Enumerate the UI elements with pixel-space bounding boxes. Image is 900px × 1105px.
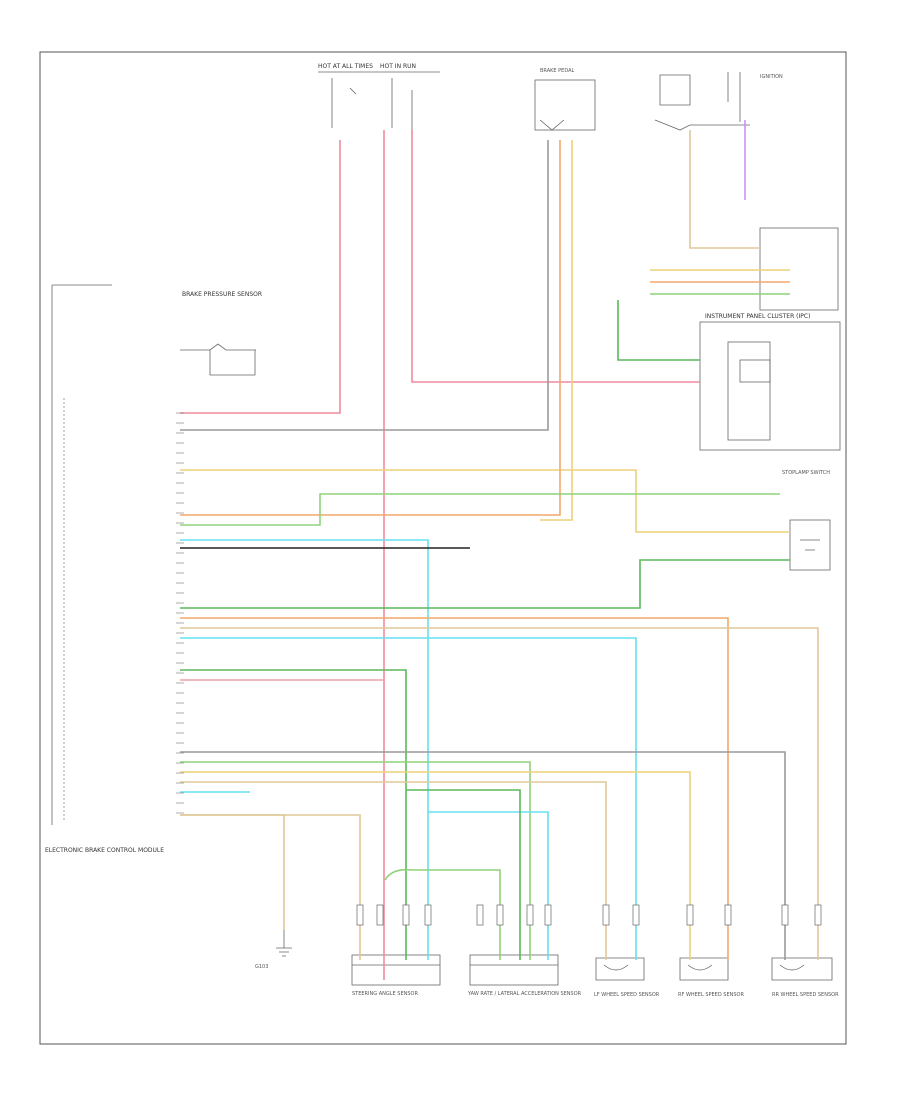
wire-dkgreen-14 (180, 669, 407, 960)
brake-pressure-label: BRAKE PRESSURE SENSOR (182, 291, 262, 298)
wire-dkgreen-10 (180, 559, 790, 609)
fuse-label-2: HOT IN RUN (380, 63, 416, 70)
steering-sensor-label: STEERING ANGLE SENSOR (352, 991, 418, 997)
connector-stub-0-0 (356, 904, 364, 926)
wire-pink-0 (180, 140, 341, 414)
wire-orange-5 (180, 140, 561, 516)
connector-stub-1-3 (544, 904, 552, 926)
wire-cyan-13 (180, 637, 637, 960)
ipc-box: INSTRUMENT PANEL CLUSTER (IPC) (699, 313, 841, 451)
wire-gray-3 (180, 140, 549, 431)
lf-wss-label: LF WHEEL SPEED SENSOR (594, 992, 660, 998)
outer-border (39, 51, 847, 1045)
fuse-box-right (759, 227, 839, 311)
wire-dkgreen-31 (617, 300, 700, 361)
wire-yellow-6 (540, 140, 573, 521)
brake-switch-label: STOPLAMP SWITCH (782, 470, 830, 476)
wire-group (180, 120, 822, 980)
connector-stub-3-0 (686, 904, 694, 926)
wss-lf: LF WHEEL SPEED SENSOR (594, 957, 660, 998)
ebcm-label: ELECTRONIC BRAKE CONTROL MODULE (45, 847, 164, 854)
wire-tan-19 (180, 781, 607, 960)
connector-stub-2-0 (602, 904, 610, 926)
yaw-sensor: YAW RATE / LATERAL ACCELERATION SENSOR (467, 954, 582, 997)
steering-sensor: STEERING ANGLE SENSOR (351, 954, 441, 997)
ground-label: G103 (255, 964, 268, 970)
wire-pink-2 (411, 130, 700, 383)
ground-symbol: G103 (255, 930, 292, 970)
connector-stub-0-2 (402, 904, 410, 926)
rr-wss-label: RR WHEEL SPEED SENSOR (772, 992, 839, 998)
wire-yellow-18 (180, 771, 691, 960)
wss-rf: RF WHEEL SPEED SENSOR (678, 957, 744, 998)
brake-switch-box: STOPLAMP SWITCH (782, 470, 831, 571)
ignition-switch: IGNITION (654, 72, 783, 131)
yaw-sensor-label: YAW RATE / LATERAL ACCELERATION SENSOR (467, 991, 582, 997)
wire-tan-27 (689, 130, 760, 249)
fuse-label-1: HOT AT ALL TIMES (318, 63, 373, 70)
wire-gray-16 (180, 751, 786, 960)
wire-tan-23 (180, 814, 361, 960)
wire-tan-12 (180, 627, 819, 960)
wire-yellow-4 (180, 469, 790, 533)
ipc-label: INSTRUMENT PANEL CLUSTER (IPC) (705, 313, 810, 320)
connector-stub-1-0 (476, 904, 484, 926)
brake-pressure-top: BRAKE PEDAL (534, 68, 596, 131)
wire-green-17 (180, 761, 531, 960)
wire-dkgreen-24 (406, 789, 521, 960)
wire-green-7 (180, 493, 780, 526)
svg-text:IGNITION: IGNITION (760, 74, 783, 80)
connector-stub-4-1 (814, 904, 822, 926)
ebcm-block: ELECTRONIC BRAKE CONTROL MODULE BRAKE PR… (45, 284, 262, 854)
fuse-block: HOT AT ALL TIMES HOT IN RUN (318, 63, 440, 130)
wss-rr: RR WHEEL SPEED SENSOR (771, 957, 839, 998)
svg-text:BRAKE PEDAL: BRAKE PEDAL (540, 68, 575, 74)
pin-label-group (176, 412, 184, 814)
connector-stub-0-3 (424, 904, 432, 926)
wire-cyan-8 (180, 539, 429, 960)
connector-stub-4-0 (781, 904, 789, 926)
connector-stub-2-1 (632, 904, 640, 926)
connector-stub-3-1 (724, 904, 732, 926)
wire-orange-11 (180, 617, 729, 960)
connector-stub-0-1 (376, 904, 384, 926)
rf-wss-label: RF WHEEL SPEED SENSOR (678, 992, 744, 998)
wire-tan-22 (180, 814, 285, 930)
connector-stub-1-2 (526, 904, 534, 926)
wire-green-25 (384, 868, 501, 960)
connector-stub-1-1 (496, 904, 504, 926)
